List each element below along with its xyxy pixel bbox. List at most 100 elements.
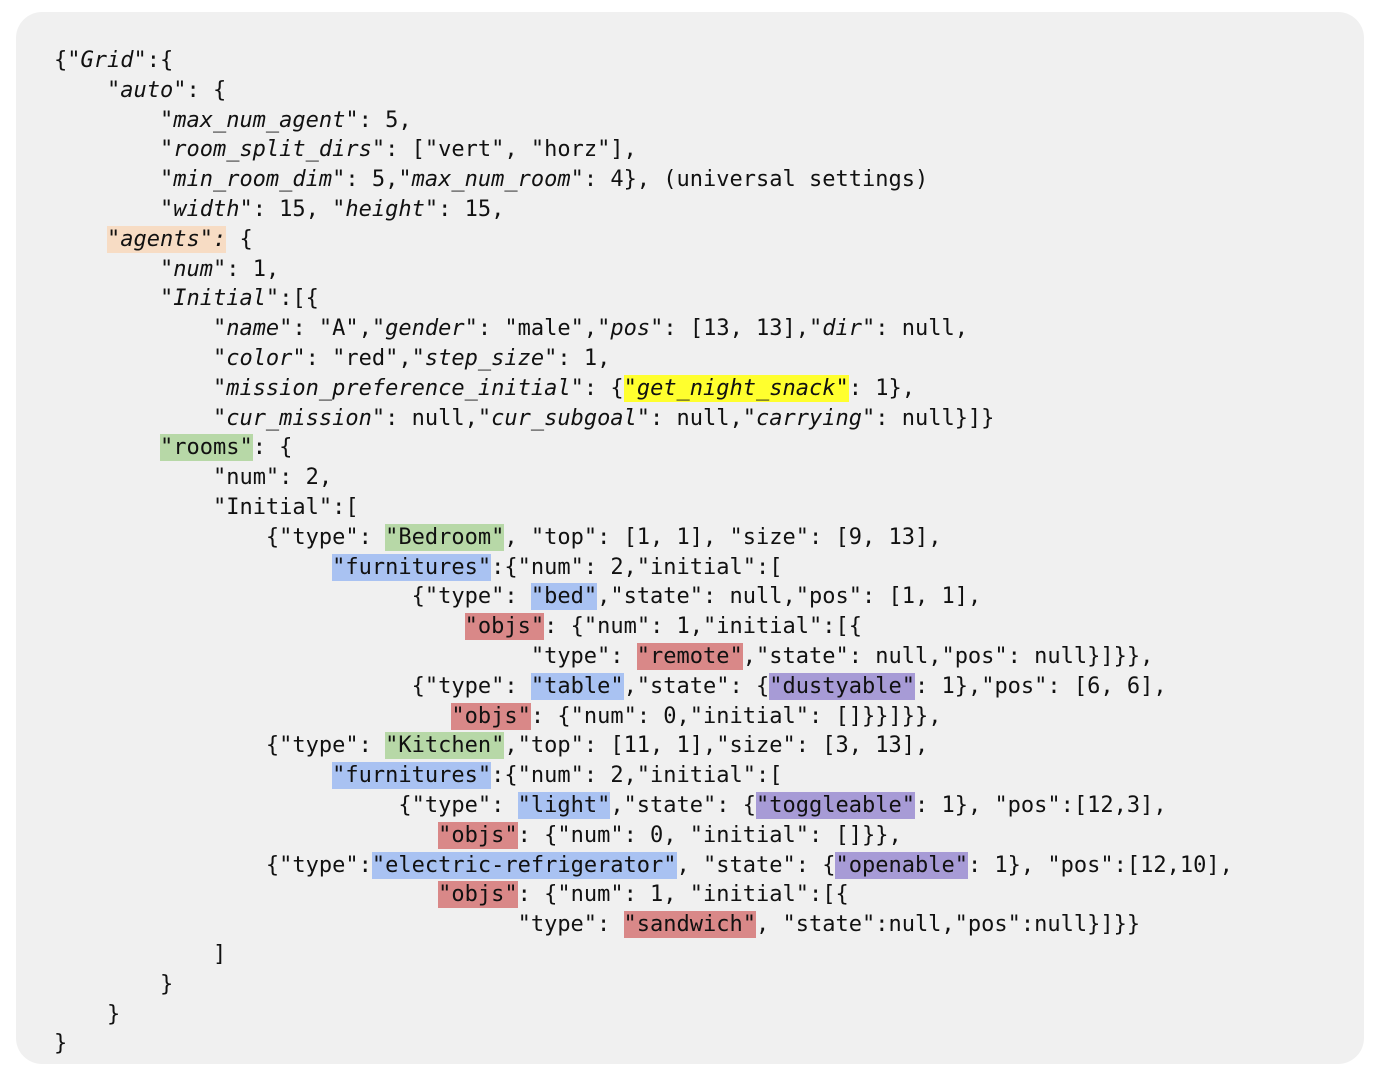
code-text: , "state": { [676,852,836,878]
code-line: "furnitures":{"num": 2,"initial":[ [54,553,1233,583]
code-line: "Initial":[{ [54,284,1233,314]
highlight-objects: "objs" [464,613,545,641]
code-text: : null, [385,405,478,431]
code-line: {"type": "Bedroom", "top": [1, 1], "size… [54,523,1233,553]
indent [54,912,478,937]
code-text: :{ [146,48,174,73]
indent [54,495,213,520]
code-line: "num": 1, [54,255,1233,285]
code-key: "width" [159,196,253,222]
code-panel: {"Grid":{ "auto": { "max_num_agent": 5, … [16,12,1364,1064]
code-text: { [54,48,68,73]
code-text [425,882,438,907]
code-text: : 5, [345,167,399,193]
code-key: "step_size" [411,345,558,371]
code-text: :{"num": 2,"initial":[ [491,554,783,580]
code-key: "gender" [371,316,478,342]
code-line: {"type": "Kitchen","top": [11, 1],"size"… [54,731,1233,761]
code-key: "color" [212,345,306,371]
code-key: "mission_preference_initial" [212,375,584,401]
indent [54,793,372,818]
indent [54,555,319,580]
code-text: {"type": [371,584,531,610]
highlight-furniture: "furnitures" [332,553,492,581]
code-text: : 1, [226,256,280,282]
code-text: : 5, [358,107,412,133]
code-text: } [54,1031,68,1057]
code-key: "carrying" [742,405,876,431]
indent [54,853,266,878]
code-key: "num" [159,256,227,282]
highlight-furniture: "light" [517,791,611,819]
code-key: "height" [332,196,439,222]
code-text: "type": [477,643,637,669]
code-text: : { [186,77,227,103]
code-text: ,"state": { [610,792,757,818]
code-line: "objs": {"num": 0,"initial": []}}]}}, [54,702,1233,732]
code-text [425,823,438,848]
code-text: ,"top": [11, 1],"size": [3, 13], [504,733,929,759]
code-key: "cur_subgoal" [477,405,651,431]
code-line: "min_room_dim": 5,"max_num_room": 4}, (u… [54,165,1233,195]
code-text: : "A", [292,316,372,342]
indent [54,584,372,609]
code-text: : null, [650,405,743,431]
code-line: } [54,1029,1233,1059]
indent [54,942,213,967]
code-line: {"type": "table","state": {"dustyable": … [54,672,1233,702]
code-line: {"type": "bed","state": null,"pos": [1, … [54,582,1233,612]
code-text: : [13, 13], [663,316,810,342]
code-text [147,435,160,460]
code-text: } [106,1001,121,1027]
code-text: "Initial":[ [212,494,359,520]
code-text: : {"num": 0, "initial": []}}, [517,822,902,848]
code-line: "furnitures":{"num": 2,"initial":[ [54,761,1233,791]
code-text [425,704,452,729]
indent [54,614,425,639]
indent [54,763,319,788]
code-key: "auto" [106,77,187,103]
code-text [425,614,465,639]
highlight-mission: "get_night_snack" [623,374,849,402]
code-text: {"type": [265,852,372,878]
code-key: "pos" [597,316,664,342]
code-key: "Grid" [67,48,147,73]
code-text: : "red", [305,345,412,371]
code-text: : 4}, (universal settings) [583,167,929,193]
code-text: : 1},"pos": [6, 6], [914,673,1167,699]
indent [54,1002,107,1027]
json-config-code-block: {"Grid":{ "auto": { "max_num_agent": 5, … [54,46,1233,1059]
code-text: : 15, [438,196,505,222]
code-text [319,763,332,788]
code-text: : 1, [557,345,611,371]
code-text: { [226,226,253,252]
code-text: :{"num": 2,"initial":[ [491,763,783,789]
code-line: } [54,1000,1233,1030]
code-text: : { [583,375,624,401]
code-text: } [159,971,174,997]
code-key: "max_num_agent" [159,107,359,133]
code-text: : 15, [252,196,333,222]
highlight-objects: "objs" [438,821,518,849]
indent [54,465,213,490]
highlight-furniture: "electric-refrigerator" [371,851,677,879]
highlight-rooms: "rooms" [159,434,253,462]
code-text: : { [252,435,293,461]
highlight-objects: "sandwich" [623,911,756,939]
code-text: : {"num": 1, "initial":[{ [517,882,849,908]
highlight-furniture: "furnitures" [332,762,492,790]
indent [54,227,107,252]
code-text: , "state":null,"pos":null}]}} [756,912,1141,938]
code-text: : ["vert", "horz"], [385,137,637,163]
indent [54,316,213,341]
code-text: ] [212,941,227,967]
code-line: "auto": { [54,76,1233,106]
code-line: "type": "remote","state": null,"pos": nu… [54,642,1233,672]
indent [54,823,425,848]
code-text: : null}]} [875,405,995,431]
highlight-furniture: "table" [530,672,624,700]
highlight-state: "dustyable" [769,672,915,700]
code-line: "mission_preference_initial": {"get_nigh… [54,374,1233,404]
code-line: "rooms": { [54,433,1233,463]
indent [54,376,213,401]
